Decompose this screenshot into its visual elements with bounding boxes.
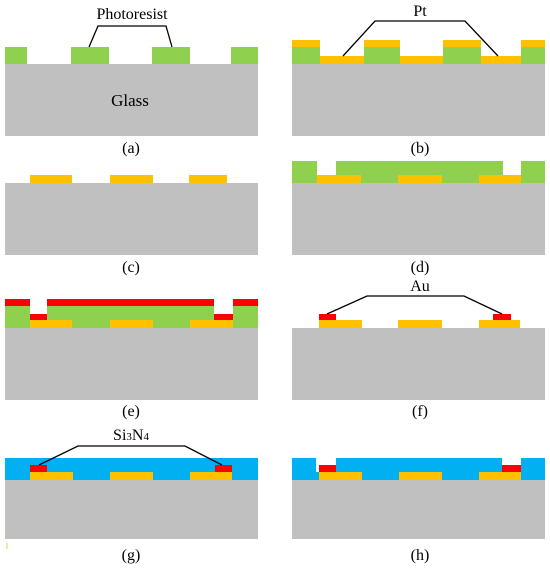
panel-g: Si3N4 (g) [5,427,258,564]
caption-f: (f) [412,403,428,420]
caption-g: (g) [122,547,141,564]
photoresist-block [364,47,400,64]
photoresist-block [336,161,503,175]
photoresist-block [443,47,481,64]
si-text: Si [113,427,127,444]
caption-c: (c) [122,259,140,276]
au-pad [502,465,521,472]
annotation-leader-line [88,25,173,48]
photoresist-block [5,306,30,328]
panel-h: (h) [292,458,545,564]
pt-electrode [190,472,232,480]
pt-on-resist [364,40,400,47]
photoresist-block [521,47,545,64]
photoresist-block [231,47,258,64]
pt-electrode [398,175,442,183]
si3n4-layer [292,458,316,480]
au-pad [215,465,232,472]
caption-e: (e) [122,403,140,420]
au-on-resist [47,299,214,306]
pt-electrode [479,320,520,328]
pt-electrode [190,320,233,328]
pt-electrode [319,472,362,480]
au-on-resist [233,299,258,306]
glass-substrate [5,64,258,136]
pt-on-resist [521,40,545,47]
glass-substrate [5,183,258,255]
glass-substrate [292,480,545,539]
pt-on-resist [292,40,320,47]
photoresist-block [47,306,214,320]
panel-e: (e) [5,299,258,420]
annotation-leader-line [38,445,223,466]
photoresist-block [292,161,317,183]
pt-electrode [189,175,227,183]
pt-electrode [319,320,362,328]
subscript-3: 3 [126,431,132,443]
glass-substrate [292,183,545,255]
caption-d: (d) [411,259,430,276]
pt-film [320,56,364,64]
panel-d: (d) [292,161,545,276]
annotation-photoresist: Photoresist [96,6,168,23]
pt-film [400,56,443,64]
au-pad [30,314,47,320]
si3n4-layer [521,458,545,480]
panel-f: Au (f) [292,278,545,420]
caption-h: (h) [411,547,430,564]
panel-a: Photoresist Glass (a) [5,6,258,157]
panel-c: (c) [5,175,258,276]
pt-electrode [30,472,73,480]
photoresist-block [521,161,545,183]
pt-film [481,56,521,64]
si3n4-layer [336,458,502,472]
au-on-resist [5,299,30,306]
pt-electrode [30,175,72,183]
edge-mark [6,543,8,549]
au-pad [319,465,336,472]
glass-substrate [5,328,258,400]
glass-substrate [5,480,258,539]
pt-electrode [110,472,153,480]
pt-electrode [479,175,521,183]
photoresist-block [233,306,258,328]
au-pad [214,314,233,320]
pt-electrode [30,320,72,328]
photoresist-block [292,47,320,64]
pt-on-resist [443,40,481,47]
pt-electrode [398,320,442,328]
photoresist-block [5,47,27,64]
n-text: N [132,427,144,444]
au-pad [493,314,511,320]
pt-electrode [110,175,153,183]
pt-electrode [399,472,442,480]
annotation-au: Au [410,278,430,295]
au-pad [30,465,47,472]
panel-b: Pt (b) [292,3,545,157]
annotation-si3n4: Si3N4 [113,427,149,444]
pt-electrode [317,175,361,183]
annotation-leader-line [326,295,503,315]
glass-substrate [292,328,545,400]
annotation-leader-line [342,20,499,57]
caption-b: (b) [411,140,430,157]
annotation-pt: Pt [413,3,427,20]
pt-electrode [479,472,521,480]
glass-label: Glass [111,91,149,110]
pt-electrode [110,320,153,328]
au-pad [319,314,336,320]
subscript-4: 4 [143,431,149,443]
photoresist-block [71,47,109,64]
caption-a: (a) [122,140,140,157]
glass-substrate [292,64,545,136]
photoresist-block [152,47,190,64]
